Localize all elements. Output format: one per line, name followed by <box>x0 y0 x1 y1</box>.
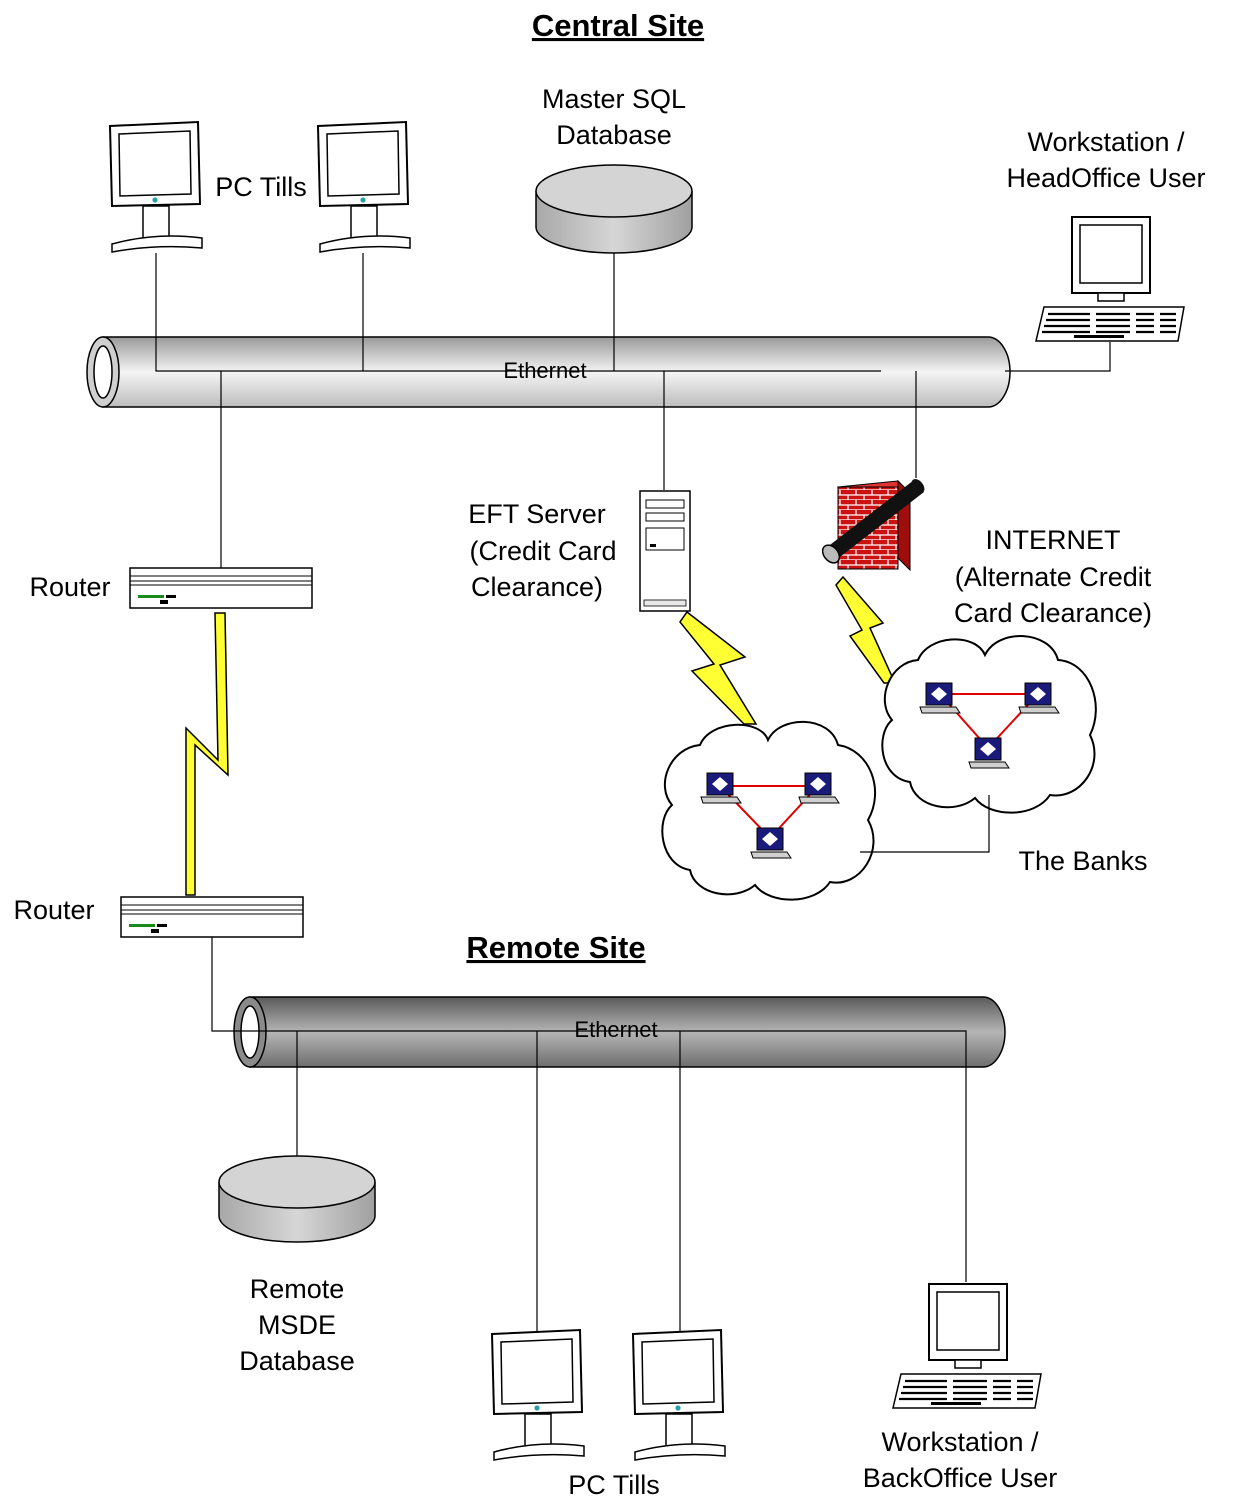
backoffice-ws-label-line1: Workstation / <box>881 1427 1039 1457</box>
central-wiring <box>155 252 1111 568</box>
internet-label-line1: INTERNET <box>986 525 1121 555</box>
remote-db-label-line3: Database <box>239 1346 355 1376</box>
eft-label-line1: EFT Server <box>468 499 606 529</box>
remote-msde-database-icon <box>218 1155 376 1243</box>
master-db-label-line2: Database <box>556 120 672 150</box>
remote-ethernet-label: Ethernet <box>574 1017 657 1042</box>
remote-ethernet-pipe <box>233 996 1006 1068</box>
internet-label-line3: Card Clearance) <box>954 598 1152 628</box>
backoffice-workstation-icon <box>891 1282 1043 1410</box>
central-router-label: Router <box>29 572 110 602</box>
banks-link <box>860 795 990 853</box>
remote-pc-tills-label: PC Tills <box>568 1470 660 1500</box>
internet-link-lightning-icon <box>835 575 897 684</box>
eft-label-line3: Clearance) <box>471 572 603 602</box>
backoffice-ws-label-line2: BackOffice User <box>863 1463 1058 1493</box>
eft-label-line2: (Credit Card <box>469 536 616 566</box>
remote-pc-till-2-icon <box>632 1329 726 1461</box>
eft-server-icon <box>639 490 691 612</box>
central-ethernet-label: Ethernet <box>503 358 586 383</box>
remote-db-label-line1: Remote <box>250 1274 345 1304</box>
headoffice-ws-label-line2: HeadOffice User <box>1006 163 1205 193</box>
internet-cloud <box>881 635 1097 814</box>
banks-label: The Banks <box>1018 846 1147 876</box>
central-pc-tills-label: PC Tills <box>215 172 307 202</box>
eft-link-lightning-icon <box>679 610 758 725</box>
remote-pc-till-1-icon <box>491 1329 585 1461</box>
firewall-icon <box>821 479 925 572</box>
master-sql-database-icon <box>535 164 693 254</box>
remote-db-label-line2: MSDE <box>258 1310 336 1340</box>
central-pc-till-2-icon <box>317 121 411 253</box>
headoffice-ws-label-line1: Workstation / <box>1027 127 1185 157</box>
remote-router-label: Router <box>13 895 94 925</box>
master-db-label-line1: Master SQL <box>542 84 686 114</box>
central-ethernet-pipe <box>86 336 1011 408</box>
headoffice-workstation-icon <box>1034 215 1186 343</box>
central-router-icon <box>129 567 313 609</box>
eft-bank-network-cloud <box>661 720 877 901</box>
remote-site-title: Remote Site <box>466 930 645 965</box>
wan-link-lightning-icon <box>185 612 229 896</box>
remote-router-icon <box>120 896 304 938</box>
central-pc-till-1-icon <box>109 121 203 253</box>
central-site-title: Central Site <box>532 8 704 43</box>
remote-wiring <box>211 937 967 1332</box>
internet-label-line2: (Alternate Credit <box>955 562 1152 592</box>
